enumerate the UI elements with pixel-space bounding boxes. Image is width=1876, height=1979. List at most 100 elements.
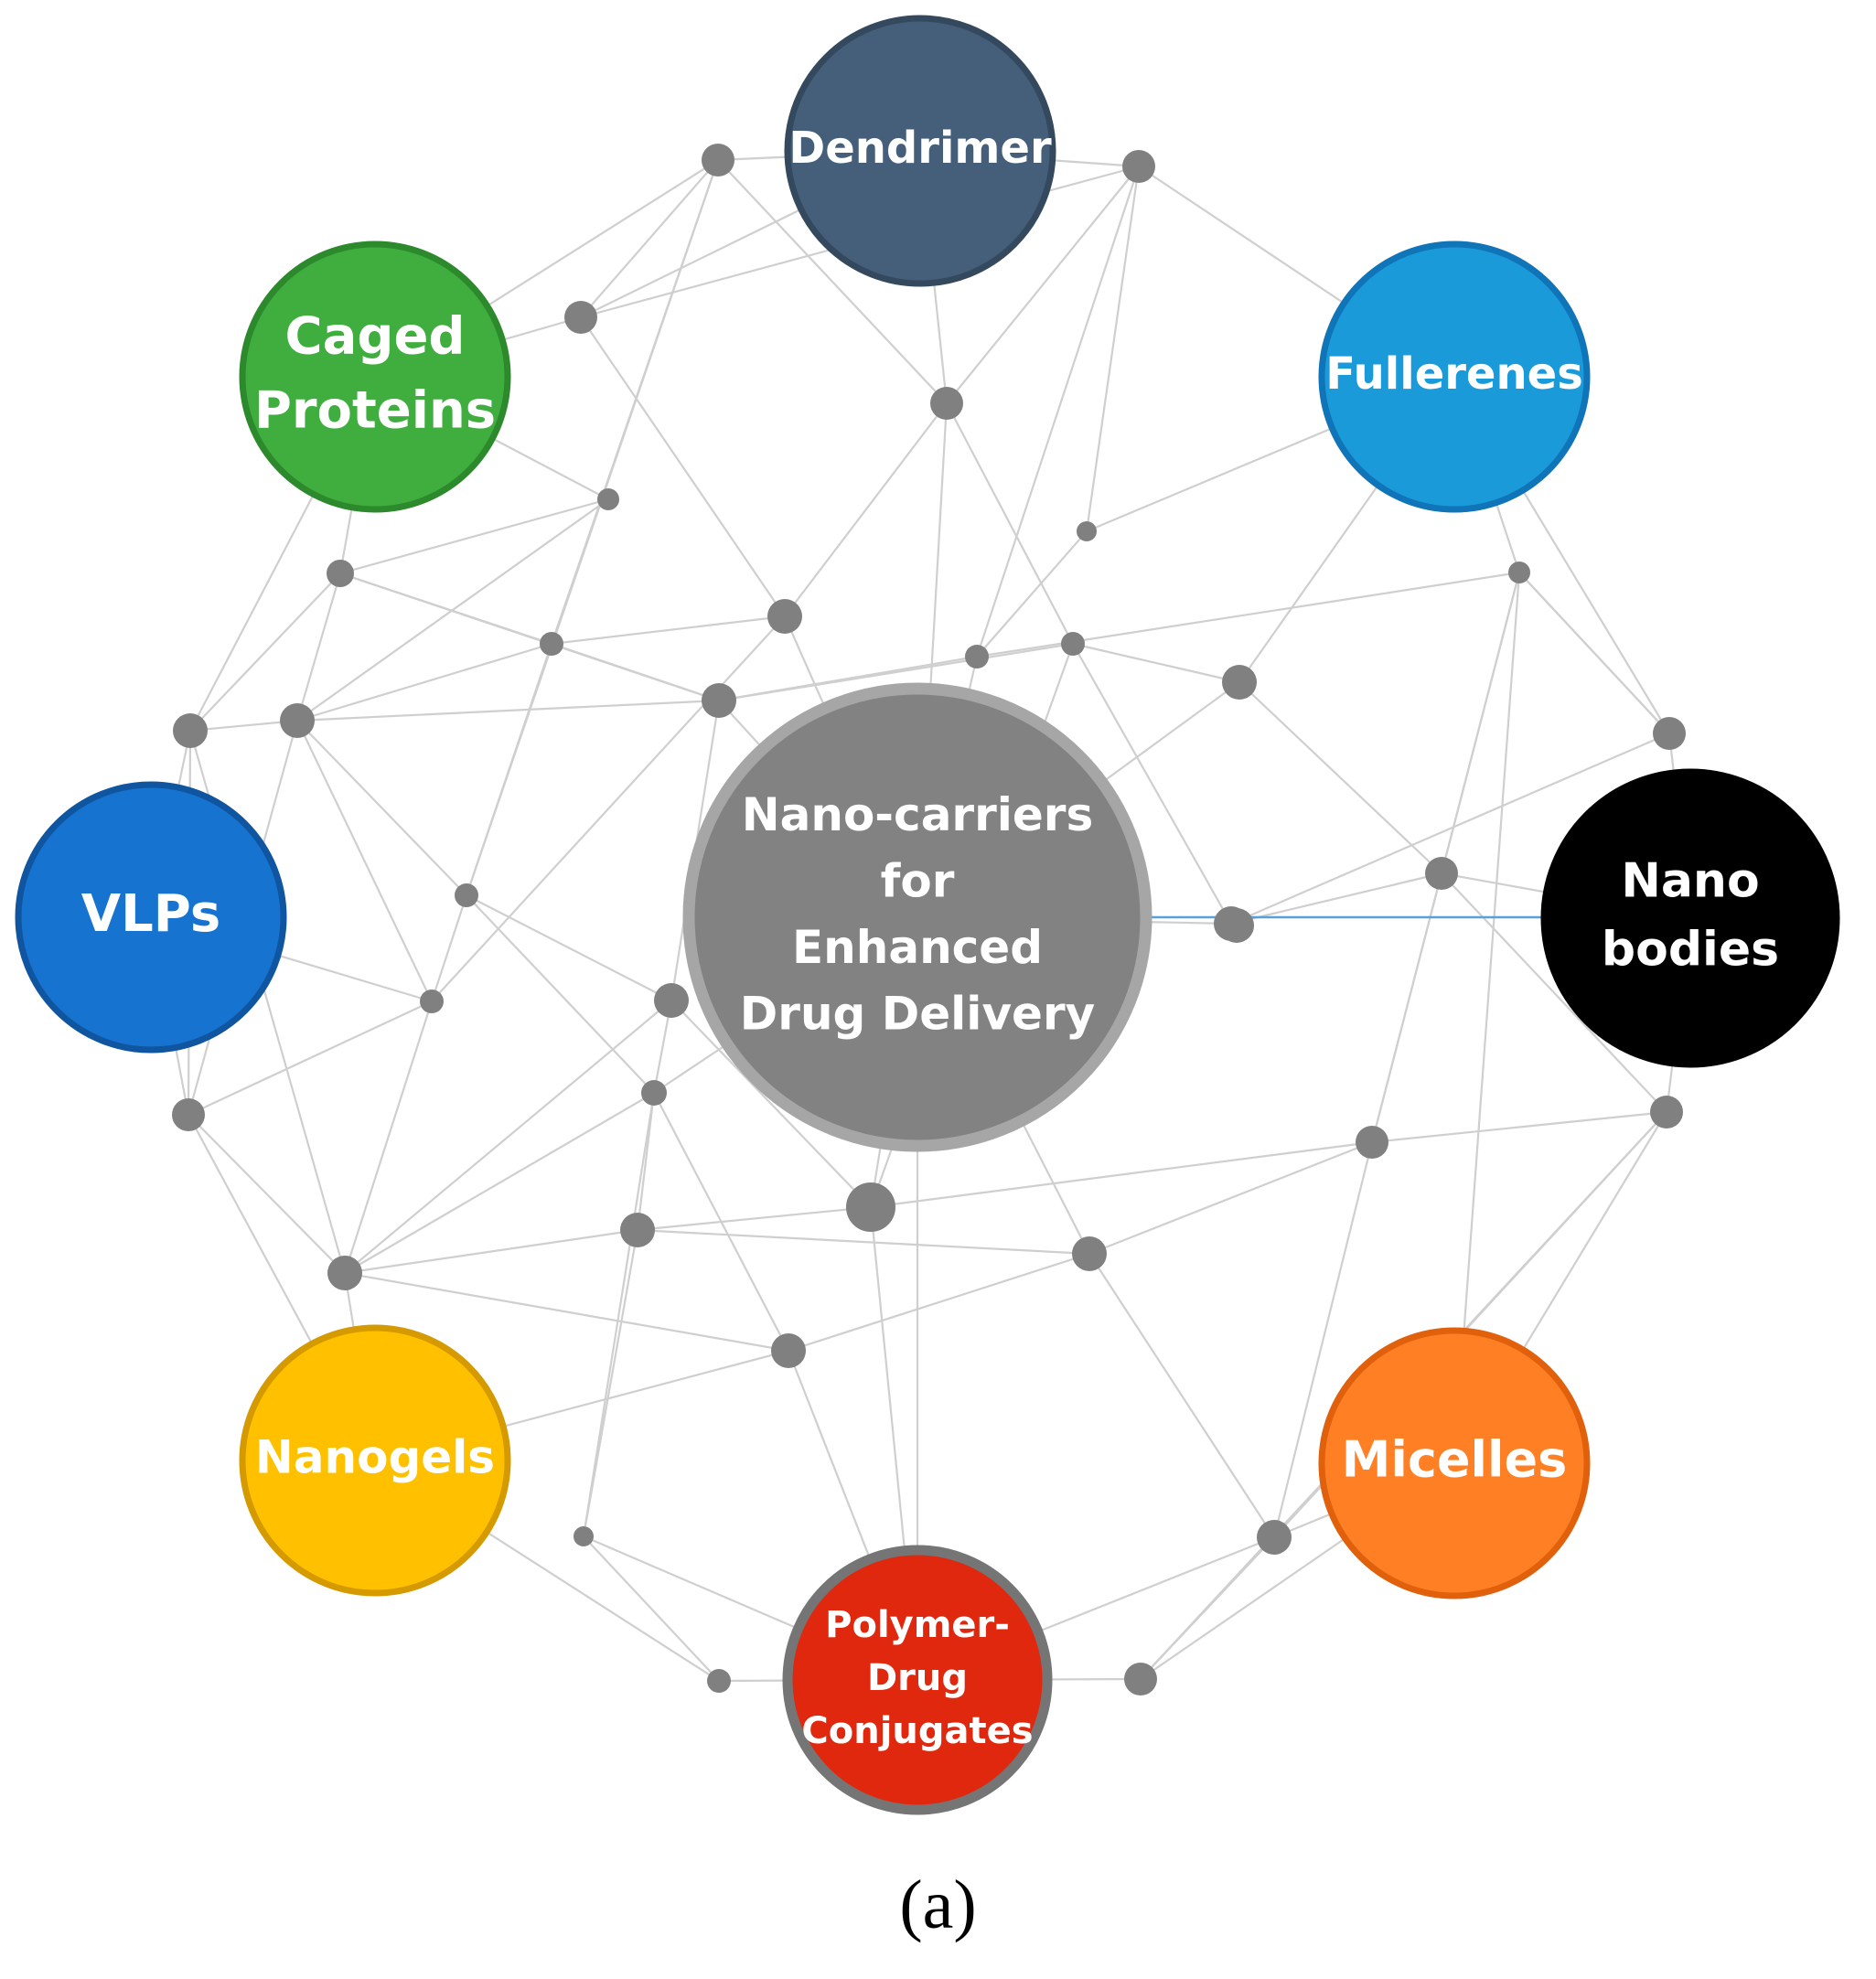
- junction-dot: [702, 144, 734, 177]
- network-edge: [430, 894, 468, 1002]
- node-dendrimer-label: Dendrimer: [788, 123, 1052, 174]
- network-edge: [189, 572, 341, 732]
- network-edge: [1441, 872, 1667, 1113]
- network-edge: [295, 572, 342, 722]
- network-edge: [975, 166, 1141, 658]
- junction-dot: [1222, 665, 1257, 700]
- network-edge: [788, 1252, 1090, 1353]
- network-edge: [1230, 872, 1442, 925]
- node-fullerenes: Fullerenes: [1318, 241, 1591, 513]
- node-dendrimer: Dendrimer: [784, 15, 1056, 287]
- node-nanogels-label: Nanogels: [255, 1431, 495, 1484]
- junction-dot: [702, 683, 736, 718]
- node-polymer-drug-conjugates-circle: [782, 1545, 1053, 1815]
- network-edge: [466, 894, 672, 1001]
- network-edge: [1453, 572, 1521, 1464]
- junction-dot: [1650, 1096, 1683, 1129]
- junction-dot: [327, 560, 354, 587]
- node-polymer-drug-conjugates-label: Conjugates: [801, 1710, 1033, 1752]
- node-vlps-label: VLPs: [81, 884, 220, 944]
- network-edge: [1238, 681, 1442, 874]
- network-edge: [1440, 572, 1521, 874]
- network-edge: [670, 1000, 872, 1208]
- center-node-label: Enhanced: [792, 921, 1043, 974]
- network-edge: [1272, 1141, 1374, 1538]
- node-micelles: Micelles: [1318, 1327, 1591, 1599]
- network-edge: [344, 1092, 655, 1274]
- junction-dot: [574, 1526, 594, 1546]
- junction-dot: [564, 301, 597, 334]
- node-micelles-circle: [1318, 1327, 1591, 1599]
- junction-dot: [641, 1080, 667, 1106]
- network-edge: [637, 1228, 1090, 1256]
- junction-dot: [173, 713, 208, 748]
- junction-dot: [707, 1669, 731, 1693]
- node-fullerenes-circle: [1318, 241, 1591, 513]
- node-nanogels: Nanogels: [239, 1324, 511, 1597]
- junction-dot: [846, 1182, 895, 1232]
- node-nanobodies-label: bodies: [1602, 923, 1779, 978]
- network-edge: [1518, 572, 1670, 734]
- center-node-label: Drug Delivery: [740, 987, 1095, 1040]
- node-nanogels-circle: [239, 1324, 511, 1597]
- network-edge: [551, 615, 786, 646]
- junction-dot: [1077, 521, 1097, 541]
- network-edge: [1088, 1140, 1373, 1256]
- junction-dot: [1061, 632, 1085, 656]
- network-edge: [717, 159, 948, 404]
- network-edge: [465, 643, 553, 896]
- network-edge: [784, 402, 948, 617]
- junction-dot: [1257, 1520, 1292, 1555]
- node-fullerenes-label: Fullerenes: [1325, 348, 1583, 400]
- junction-dot: [654, 983, 689, 1018]
- network-edge: [344, 1271, 789, 1353]
- network-edge: [637, 1205, 872, 1232]
- network-edge: [1085, 166, 1141, 532]
- node-caged-proteins-circle: [239, 241, 511, 513]
- network-edge: [431, 615, 786, 1002]
- network-edge: [1088, 1253, 1275, 1538]
- junction-dot: [1122, 150, 1155, 183]
- node-micelles-label: Micelles: [1342, 1431, 1568, 1489]
- node-vlps: VLPs: [15, 781, 287, 1054]
- junction-dot: [420, 990, 444, 1013]
- network-edge: [296, 642, 552, 722]
- junction-dot: [1219, 908, 1254, 943]
- node-polymer-drug-conjugates-label: Drug: [867, 1657, 968, 1699]
- node-polymer-drug-conjugates-label: Polymer-: [825, 1604, 1010, 1646]
- network-edge: [1230, 732, 1670, 925]
- network-edge: [580, 316, 786, 617]
- junction-dot: [597, 488, 619, 510]
- center-node-label: Nano-carriers: [742, 788, 1093, 841]
- junction-dot: [1425, 857, 1458, 890]
- junction-dot: [620, 1213, 655, 1247]
- center-node-circle: [682, 682, 1152, 1152]
- network-junctions: [172, 144, 1686, 1696]
- network-edge: [870, 1140, 1373, 1209]
- network-edge: [582, 1092, 656, 1537]
- junction-dot: [771, 1333, 806, 1368]
- network-edge: [1072, 642, 1240, 684]
- network-edge: [1072, 643, 1232, 925]
- network-edge: [1140, 1536, 1275, 1680]
- junction-dot: [540, 632, 563, 656]
- junction-dot: [1508, 562, 1530, 583]
- junction-dot: [1072, 1236, 1107, 1271]
- network-edge: [718, 642, 1074, 702]
- network-edge: [296, 720, 433, 1002]
- network-edge: [339, 497, 609, 575]
- network-edge: [189, 719, 298, 733]
- network-edge: [976, 530, 1088, 658]
- figure-caption: (a): [899, 1867, 977, 1943]
- junction-dot: [930, 387, 963, 420]
- junction-dot: [1356, 1126, 1388, 1159]
- junction-dot: [965, 645, 989, 669]
- network-edge: [344, 1000, 672, 1274]
- network-edge: [946, 402, 1074, 645]
- network-edge: [1371, 1110, 1667, 1144]
- network-edge: [188, 1114, 346, 1274]
